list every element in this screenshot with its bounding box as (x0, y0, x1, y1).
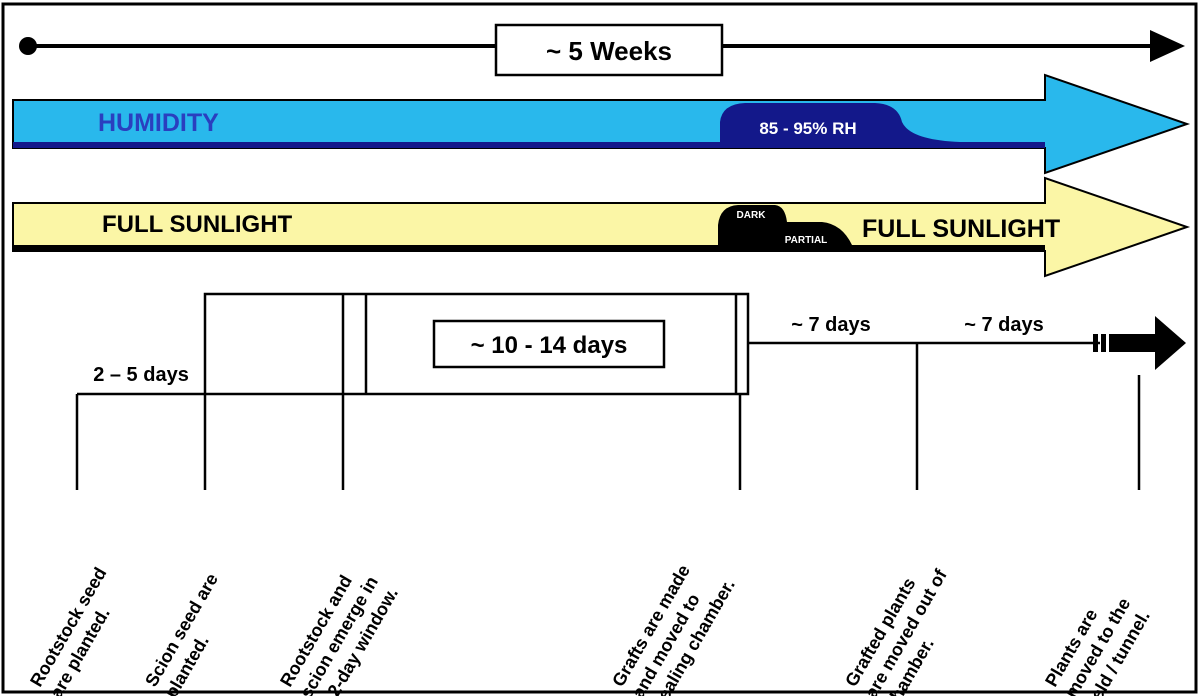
light-arrow: FULL SUNLIGHT FULL SUNLIGHT DARK PARTIAL (12, 176, 1191, 278)
dark-partial-shading (718, 205, 852, 251)
humidity-label: HUMIDITY (98, 109, 219, 137)
stage-arrow-shaft (1109, 334, 1159, 352)
humidity-arrow: HUMIDITY 85 - 95% RH (12, 73, 1191, 175)
stage-arrowhead (1155, 316, 1186, 370)
healing-duration-label: ~ 10 - 14 days (471, 332, 628, 359)
light-label-left: FULL SUNLIGHT (102, 211, 293, 238)
stage-arrow-dash-1 (1093, 334, 1098, 352)
stage-timeline (75, 292, 1141, 490)
stage-arrow (1093, 316, 1186, 370)
humidity-baseline (13, 142, 1045, 148)
timeline-arrowhead (1150, 30, 1185, 62)
total-timeline: ~ 5 Weeks (19, 23, 1185, 77)
before-field-label: ~ 7 days (964, 314, 1044, 336)
seed-gap-label: 2 – 5 days (93, 364, 189, 386)
stage-arrow-dash-2 (1101, 334, 1106, 352)
light-baseline (13, 245, 1045, 251)
humidity-peak-label: 85 - 95% RH (759, 119, 856, 138)
total-duration-box (494, 23, 724, 77)
humidity-peak (720, 103, 1045, 148)
light-label-right: FULL SUNLIGHT (862, 215, 1060, 243)
after-graft-label: ~ 7 days (791, 314, 871, 336)
partial-label: PARTIAL (785, 235, 828, 246)
healing-duration-box (432, 319, 666, 369)
dark-label: DARK (737, 210, 767, 221)
total-duration-label: ~ 5 Weeks (546, 36, 672, 66)
